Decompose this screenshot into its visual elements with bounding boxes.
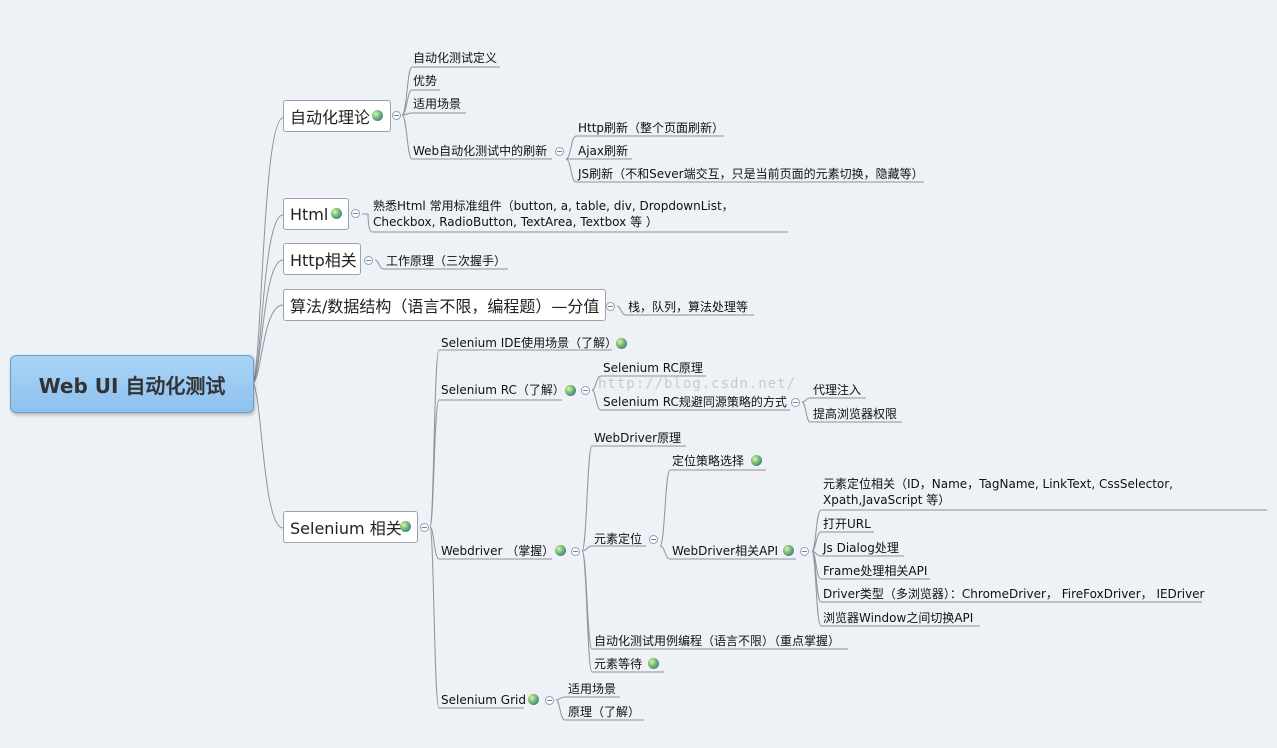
refresh-ajax[interactable]: Ajax刷新 <box>578 144 628 158</box>
selenium-grid[interactable]: Selenium Grid <box>441 693 526 707</box>
watermark-text: http://blog.csdn.net/ <box>598 376 797 392</box>
globe-icon <box>783 545 794 556</box>
theory-child-refresh[interactable]: Web自动化测试中的刷新 <box>413 144 548 158</box>
collapse-icon[interactable] <box>420 523 429 532</box>
selenium-ide[interactable]: Selenium IDE使用场景（了解） <box>441 336 618 350</box>
collapse-icon[interactable] <box>571 547 580 556</box>
webdriver-test-cases[interactable]: 自动化测试用例编程（语言不限）（重点掌握） <box>594 634 841 648</box>
globe-icon <box>555 545 566 556</box>
locate-strategy[interactable]: 定位策略选择 <box>672 454 745 468</box>
theory-child-scenarios[interactable]: 适用场景 <box>413 97 462 111</box>
collapse-icon[interactable] <box>800 547 809 556</box>
topic-html-label: Html <box>290 204 329 224</box>
root-topic[interactable]: Web UI 自动化测试 <box>10 355 254 413</box>
selenium-webdriver[interactable]: Webdriver （掌握） <box>441 544 555 558</box>
collapse-icon[interactable] <box>364 256 373 265</box>
collapse-icon[interactable] <box>555 147 564 156</box>
globe-icon <box>616 338 627 349</box>
collapse-icon[interactable] <box>351 209 360 218</box>
globe-icon <box>331 208 342 219</box>
topic-http-label: Http相关 <box>290 251 357 270</box>
collapse-icon[interactable] <box>581 386 590 395</box>
webdriver-principle[interactable]: WebDriver原理 <box>594 431 682 445</box>
topic-selenium[interactable]: Selenium 相关 <box>283 511 418 543</box>
selenium-rc[interactable]: Selenium RC（了解） <box>441 383 565 397</box>
html-child-components[interactable]: 熟悉Html 常用标准组件（button, a, table, div, Dro… <box>373 199 734 229</box>
api-open-url[interactable]: 打开URL <box>823 517 871 531</box>
theory-child-definition[interactable]: 自动化测试定义 <box>413 51 498 65</box>
algo-child-topics[interactable]: 栈，队列，算法处理等 <box>628 300 749 314</box>
globe-icon <box>751 455 762 466</box>
grid-principle[interactable]: 原理（了解） <box>568 705 641 719</box>
api-window-switch[interactable]: 浏览器Window之间切换API <box>823 611 974 625</box>
globe-icon <box>648 658 659 669</box>
webdriver-wait[interactable]: 元素等待 <box>594 657 643 671</box>
collapse-icon[interactable] <box>649 535 658 544</box>
collapse-icon[interactable] <box>606 302 615 311</box>
api-frame[interactable]: Frame处理相关API <box>823 564 928 578</box>
webdriver-locate[interactable]: 元素定位 <box>594 532 643 546</box>
topic-algorithm[interactable]: 算法/数据结构（语言不限，编程题）—分值 <box>283 289 606 321</box>
collapse-icon[interactable] <box>545 696 554 705</box>
rc-same-origin[interactable]: Selenium RC规避同源策略的方式 <box>603 395 787 409</box>
bypass-browser-permissions[interactable]: 提高浏览器权限 <box>813 407 898 421</box>
api-js-dialog[interactable]: Js Dialog处理 <box>823 541 899 555</box>
api-driver-types[interactable]: Driver类型（多浏览器）：ChromeDriver， FireFoxDriv… <box>823 587 1205 601</box>
grid-scenarios[interactable]: 适用场景 <box>568 682 617 696</box>
globe-icon <box>528 694 539 705</box>
globe-icon <box>565 385 576 396</box>
bypass-proxy-injection[interactable]: 代理注入 <box>813 383 862 397</box>
topic-http[interactable]: Http相关 <box>283 243 361 275</box>
refresh-js[interactable]: JS刷新（不和Sever端交互，只是当前页面的元素切换，隐藏等） <box>578 167 924 181</box>
topic-theory-label: 自动化理论 <box>290 108 371 127</box>
topic-algorithm-label: 算法/数据结构（语言不限，编程题）—分值 <box>290 297 600 316</box>
collapse-icon[interactable] <box>392 111 401 120</box>
rc-principle[interactable]: Selenium RC原理 <box>603 361 703 375</box>
api-element-locate[interactable]: 元素定位相关（ID，Name，TagName, LinkText, CssSel… <box>823 477 1173 507</box>
http-child-principle[interactable]: 工作原理（三次握手） <box>386 254 507 268</box>
globe-icon <box>372 110 383 121</box>
globe-icon <box>400 521 411 532</box>
topic-selenium-label: Selenium 相关 <box>290 519 402 538</box>
collapse-icon[interactable] <box>791 398 800 407</box>
locate-api[interactable]: WebDriver相关API <box>672 544 779 558</box>
theory-child-advantages[interactable]: 优势 <box>413 74 438 88</box>
refresh-http[interactable]: Http刷新（整个页面刷新） <box>578 121 725 135</box>
